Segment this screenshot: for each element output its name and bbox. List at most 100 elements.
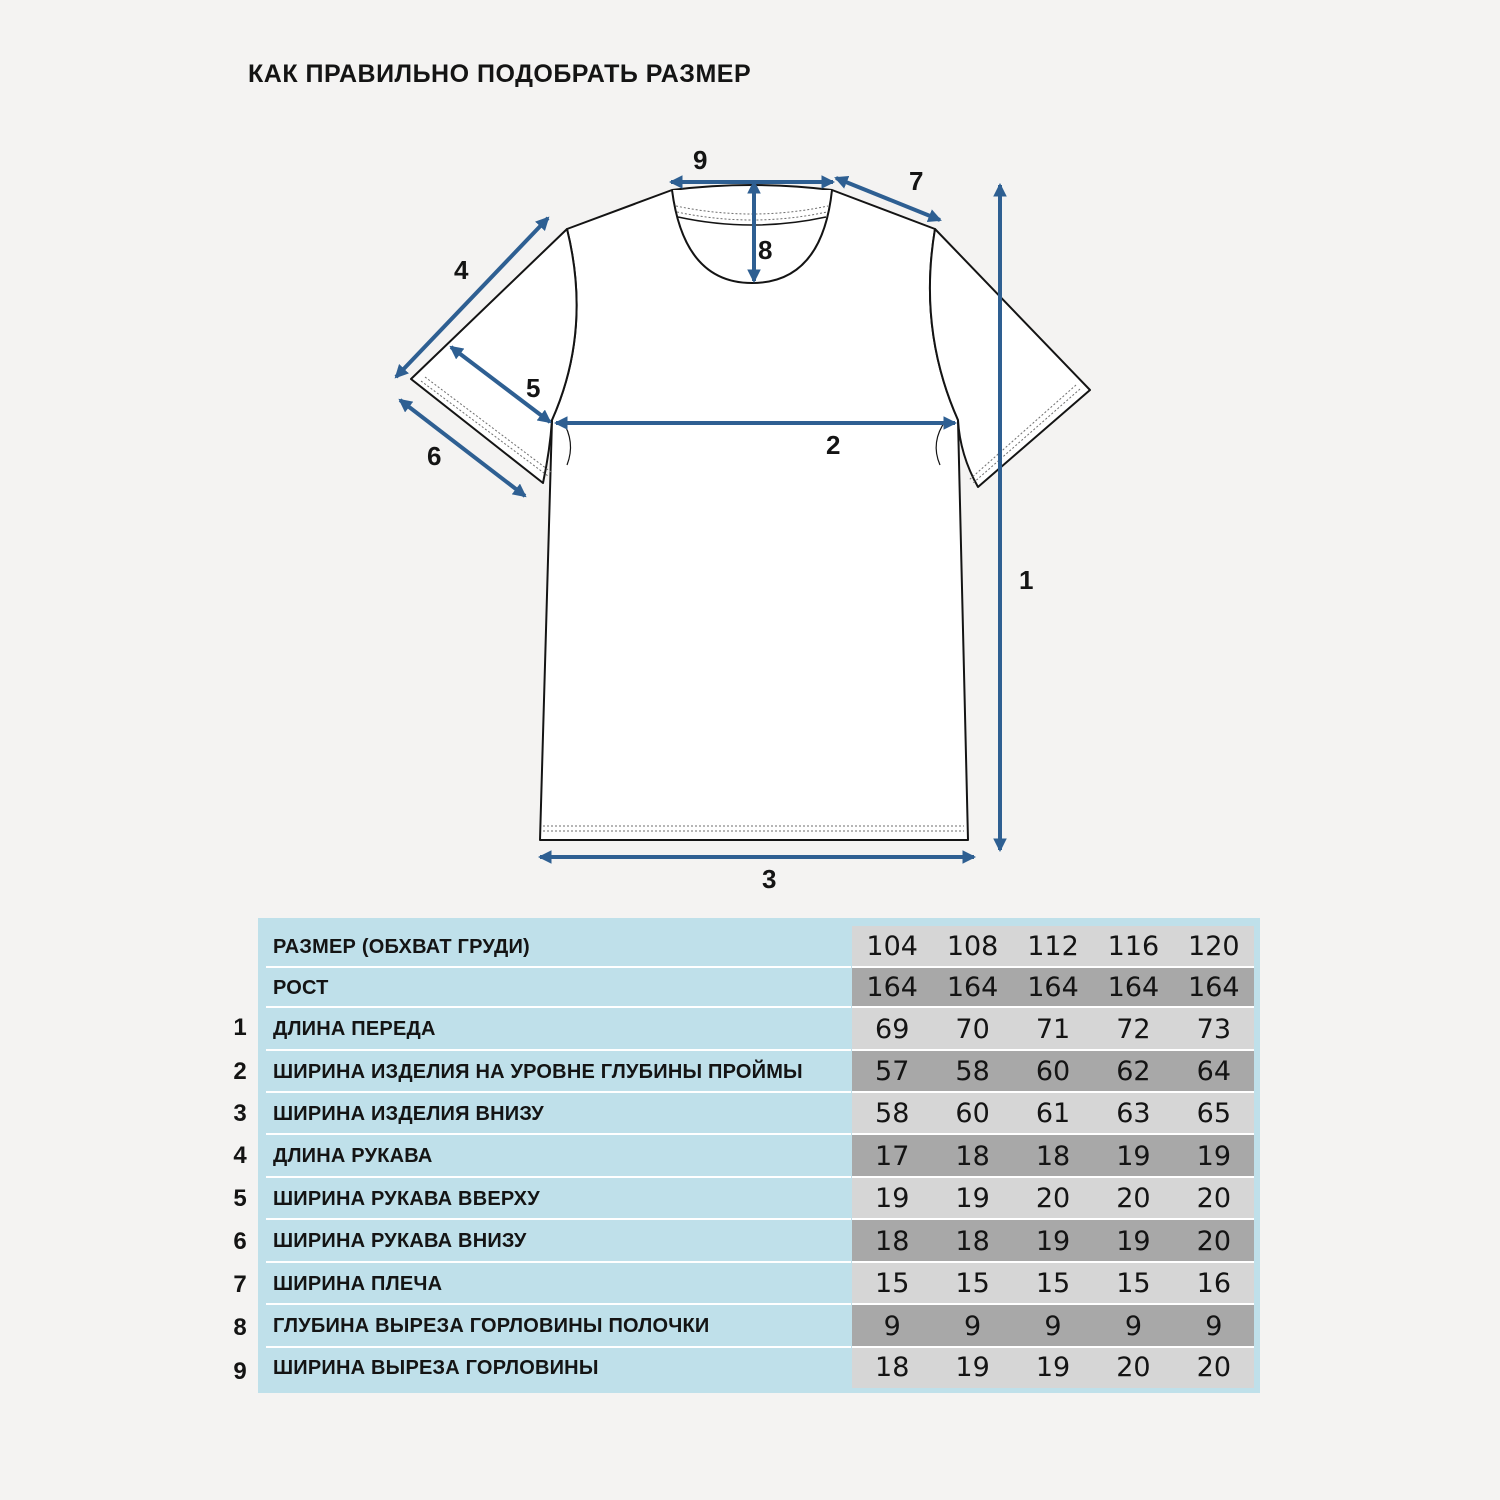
- measurement-value: 15: [1116, 1268, 1151, 1299]
- row-values: 58 60 61 63 65: [852, 1093, 1254, 1135]
- row-label: ГЛУБИНА ВЫРЕЗА ГОРЛОВИНЫ ПОЛОЧКИ: [266, 1305, 851, 1348]
- measurement-value: 20: [1196, 1352, 1231, 1383]
- row-label: ШИРИНА РУКАВА ВВЕРХУ: [266, 1178, 851, 1220]
- size-value: 108: [946, 931, 999, 962]
- table-row: ШИРИНА ИЗДЕЛИЯ ВНИЗУ 58 60 61 63 65: [266, 1093, 1254, 1135]
- table-row: ШИРИНА РУКАВА ВВЕРХУ 19 19 20 20 20: [266, 1178, 1254, 1220]
- height-value: 164: [1107, 972, 1160, 1003]
- measurement-value: 18: [875, 1352, 910, 1383]
- measurement-value: 15: [875, 1268, 910, 1299]
- table-row: ШИРИНА ПЛЕЧА 15 15 15 15 16: [266, 1263, 1254, 1305]
- measurement-value: 9: [883, 1311, 901, 1342]
- size-value: 112: [1027, 931, 1079, 962]
- measurement-value: 64: [1196, 1056, 1231, 1087]
- row-label: РОСТ: [266, 968, 851, 1008]
- row-number: 7: [233, 1271, 247, 1298]
- table-row: ШИРИНА ИЗДЕЛИЯ НА УРОВНЕ ГЛУБИНЫ ПРОЙМЫ …: [266, 1051, 1254, 1093]
- size-value: 104: [866, 931, 918, 962]
- row-number: 1: [233, 1014, 247, 1041]
- measurement-value: 60: [955, 1098, 990, 1129]
- size-value: 116: [1107, 931, 1160, 962]
- label-dim-3: 3: [762, 864, 776, 894]
- arrow-4-sleeve-length: [394, 216, 550, 379]
- measurement-value: 18: [1035, 1141, 1071, 1172]
- label-dim-2: 2: [826, 430, 840, 460]
- measurement-value: 15: [955, 1268, 990, 1299]
- row-number: 2: [233, 1058, 247, 1085]
- row-values: 18 18 19 19 20: [852, 1220, 1254, 1263]
- measurement-value: 19: [1116, 1226, 1151, 1257]
- height-value: 164: [1027, 972, 1079, 1003]
- row-values: 104 108 112 116 120: [852, 926, 1254, 968]
- row-number: 4: [233, 1142, 247, 1169]
- arrow-7-shoulder-width: [834, 176, 942, 222]
- measurement-value: 65: [1196, 1098, 1231, 1129]
- row-label: ШИРИНА ПЛЕЧА: [266, 1263, 851, 1305]
- measurement-value: 18: [955, 1226, 990, 1257]
- measurement-arrows: [394, 175, 1007, 864]
- row-number: 9: [233, 1358, 247, 1385]
- measurement-value: 57: [875, 1056, 910, 1087]
- tshirt-outline: [410, 184, 1091, 841]
- tshirt-measurement-diagram: 1 2 3 4 5 6 7 8 9: [394, 145, 1091, 894]
- measurement-value: 58: [875, 1098, 910, 1129]
- measurement-value: 16: [1196, 1268, 1231, 1299]
- measurement-value: 9: [1205, 1311, 1223, 1342]
- measurement-value: 19: [955, 1183, 990, 1214]
- measurement-value: 19: [1116, 1141, 1151, 1172]
- measurement-value: 18: [955, 1141, 990, 1172]
- measurement-value: 70: [955, 1014, 990, 1045]
- measurement-value: 19: [1035, 1352, 1071, 1383]
- label-dim-4: 4: [454, 255, 469, 285]
- measurement-value: 73: [1196, 1014, 1231, 1045]
- row-label: РАЗМЕР (ОБХВАТ ГРУДИ): [266, 926, 851, 968]
- measurement-value: 63: [1116, 1098, 1151, 1129]
- table-row: ДЛИНА ПЕРЕДА 69 70 71 72 73: [266, 1008, 1254, 1051]
- measurement-value: 19: [875, 1183, 910, 1214]
- measurement-value: 20: [1116, 1352, 1151, 1383]
- measurement-value: 62: [1116, 1056, 1151, 1087]
- label-dim-9: 9: [693, 145, 707, 175]
- label-dim-1: 1: [1019, 565, 1033, 595]
- label-dim-7: 7: [909, 166, 923, 196]
- row-label: ШИРИНА ИЗДЕЛИЯ НА УРОВНЕ ГЛУБИНЫ ПРОЙМЫ: [266, 1051, 851, 1093]
- table-row-height: РОСТ 164 164 164 164 164: [266, 968, 1254, 1008]
- measurement-value: 72: [1116, 1014, 1151, 1045]
- table-row: ГЛУБИНА ВЫРЕЗА ГОРЛОВИНЫ ПОЛОЧКИ 9 9 9 9…: [266, 1305, 1254, 1348]
- measurement-value: 20: [1196, 1226, 1231, 1257]
- row-label: ШИРИНА РУКАВА ВНИЗУ: [266, 1220, 851, 1263]
- label-dim-6: 6: [427, 441, 441, 471]
- measurement-value: 19: [1035, 1226, 1071, 1257]
- row-label: ДЛИНА ПЕРЕДА: [266, 1008, 851, 1051]
- measurement-value: 15: [1035, 1268, 1071, 1299]
- row-label: ШИРИНА ВЫРЕЗА ГОРЛОВИНЫ: [266, 1348, 851, 1388]
- measurement-value: 18: [875, 1226, 910, 1257]
- measurement-value: 58: [955, 1056, 990, 1087]
- row-values: 57 58 60 62 64: [852, 1051, 1254, 1093]
- row-values: 15 15 15 15 16: [852, 1263, 1254, 1305]
- row-values: 9 9 9 9 9: [852, 1305, 1254, 1348]
- measurement-value: 20: [1035, 1183, 1071, 1214]
- measurement-value: 20: [1196, 1183, 1231, 1214]
- size-table: РАЗМЕР (ОБХВАТ ГРУДИ) 104 108 112 116 12…: [258, 918, 1260, 1393]
- row-values: 69 70 71 72 73: [852, 1008, 1254, 1051]
- height-value: 164: [946, 972, 999, 1003]
- page-title: КАК ПРАВИЛЬНО ПОДОБРАТЬ РАЗМЕР: [248, 60, 752, 88]
- row-values: 18 19 19 20 20: [852, 1348, 1254, 1388]
- height-value: 164: [866, 972, 918, 1003]
- row-values: 17 18 18 19 19: [852, 1135, 1254, 1178]
- measurement-value: 60: [1035, 1056, 1071, 1087]
- measurement-value: 17: [875, 1141, 910, 1172]
- row-label: ШИРИНА ИЗДЕЛИЯ ВНИЗУ: [266, 1093, 851, 1135]
- measurement-value: 61: [1035, 1098, 1071, 1129]
- arrow-6-sleeve-bottom-width: [398, 398, 527, 498]
- row-values: 19 19 20 20 20: [852, 1178, 1254, 1220]
- measurement-value: 9: [1044, 1311, 1062, 1342]
- measurement-value: 19: [1196, 1141, 1231, 1172]
- table-row-size: РАЗМЕР (ОБХВАТ ГРУДИ) 104 108 112 116 12…: [266, 926, 1254, 968]
- row-number: 8: [233, 1314, 247, 1341]
- measurement-value: 71: [1035, 1014, 1071, 1045]
- measurement-value: 69: [875, 1014, 910, 1045]
- label-dim-8: 8: [758, 235, 772, 265]
- table-row: ДЛИНА РУКАВА 17 18 18 19 19: [266, 1135, 1254, 1178]
